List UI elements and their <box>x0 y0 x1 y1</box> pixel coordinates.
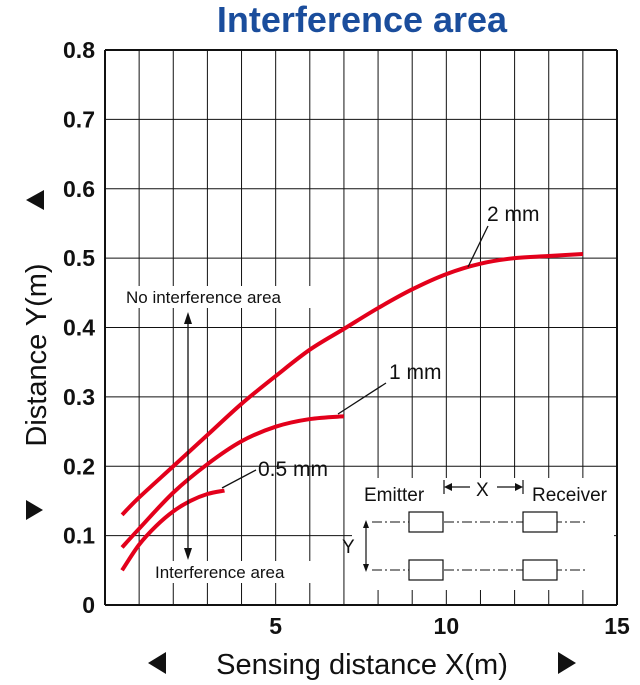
emitter-box-bottom <box>408 559 444 581</box>
series-label-2mm: 2 mm <box>487 203 540 226</box>
leader-line-0-5mm <box>221 469 257 489</box>
y-tick-label: 0.7 <box>63 106 95 132</box>
leader-line-2mm <box>467 225 489 268</box>
arrow-down-icon <box>363 564 369 572</box>
series-line-0 <box>120 251 583 517</box>
series-label-1mm: 1 mm <box>389 361 442 384</box>
x-axis-label: Sensing distance X(m) <box>216 649 508 681</box>
arrow-down-icon <box>184 548 192 560</box>
receiver-label: Receiver <box>532 485 608 506</box>
receiver-box-bottom <box>522 559 558 581</box>
series-label-0-5mm: 0.5 mm <box>258 458 328 481</box>
lower-region-label: Interference area <box>155 563 285 582</box>
upper-region-label-bg <box>122 286 326 308</box>
arrow-up-icon <box>184 312 192 324</box>
triangle-left-icon <box>148 652 166 674</box>
setup-diagram: Emitter Receiver X Y <box>342 478 614 590</box>
x-tick-label: 10 <box>434 613 460 639</box>
y-tick-label: 0 <box>82 592 95 618</box>
series-line-1 <box>120 414 345 549</box>
y-tick-label: 0.6 <box>63 176 95 202</box>
y-tick-label: 0.2 <box>63 453 95 479</box>
y-tick-label: 0.4 <box>63 315 95 341</box>
triangle-right-icon <box>558 652 576 674</box>
y-tick-label: 0.1 <box>63 523 95 549</box>
receiver-box-top <box>522 511 558 533</box>
upper-region-label: No interference area <box>126 288 282 307</box>
lower-region-label-bg <box>150 561 322 583</box>
emitter-box-top <box>408 511 444 533</box>
chart-curves <box>120 251 583 572</box>
series-line-2 <box>120 488 225 572</box>
triangle-right-icon <box>26 190 44 210</box>
emitter-label: Emitter <box>364 485 425 506</box>
x-tick-labels: 5 10 15 <box>269 613 630 639</box>
chart-title: Interference area <box>217 0 508 40</box>
leader-line-1mm <box>337 382 387 415</box>
arrow-left-icon <box>444 483 452 491</box>
x-tick-label: 5 <box>269 613 282 639</box>
y-axis-label-group: Distance Y(m) <box>21 190 53 520</box>
arrow-up-icon <box>363 520 369 528</box>
y-tick-label: 0.5 <box>63 245 95 271</box>
y-tick-label: 0.3 <box>63 384 95 410</box>
y-tick-label: 0.8 <box>63 37 95 63</box>
y-tick-labels: 0 0.1 0.2 0.3 0.4 0.5 0.6 0.7 0.8 <box>63 37 95 618</box>
x-tick-label: 15 <box>604 613 630 639</box>
y-distance-label: Y <box>342 537 355 558</box>
x-distance-label: X <box>476 480 489 501</box>
arrow-right-icon <box>515 483 523 491</box>
triangle-left-icon <box>26 500 43 520</box>
y-axis-label: Distance Y(m) <box>21 263 53 446</box>
